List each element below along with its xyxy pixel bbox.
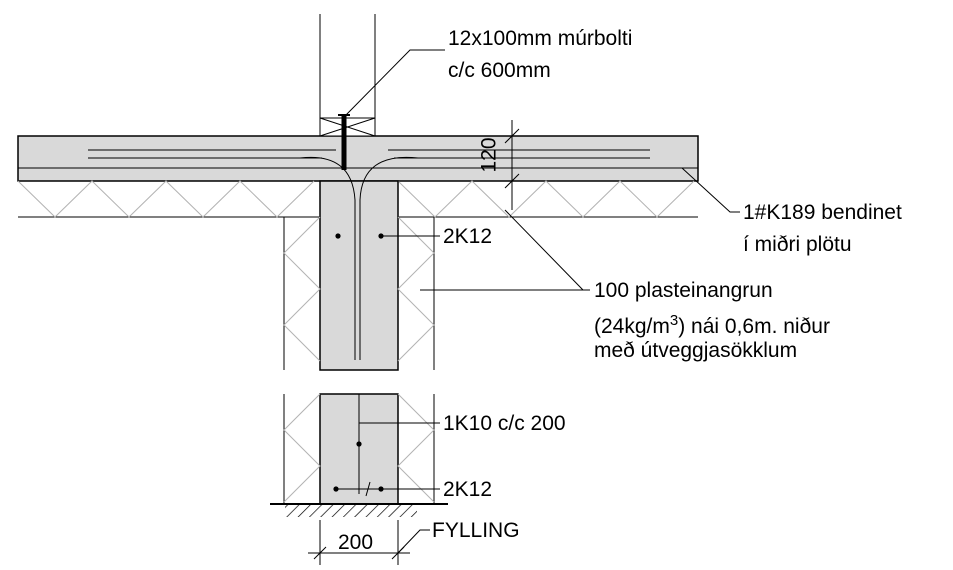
- rebar-top-label: 2K12: [443, 225, 493, 248]
- bolt-label-line2: c/c 600mm: [448, 59, 551, 82]
- wall-above: [319, 14, 376, 137]
- slab-reinforcement: [88, 149, 650, 360]
- wall-insulation: [283, 216, 435, 504]
- wall-dimension-label: 200: [338, 531, 374, 554]
- leader-lines: [344, 49, 740, 554]
- insulation-label-line2: (24kg/m3) nái 0,6m. niður: [594, 312, 830, 338]
- rebar-dots: [333, 233, 384, 492]
- slab-dimension-label: 120: [477, 137, 501, 173]
- bolt-label-line1: 12x100mm múrbolti: [448, 27, 633, 50]
- stirrup-label: 1K10 c/c 200: [443, 412, 566, 435]
- ground-hatch: [285, 505, 417, 517]
- foundation-wall: [319, 180, 399, 371]
- insulation-label-line3: með útveggjasökklum: [594, 339, 798, 362]
- mesh-label-line2: í miðri plötu: [743, 233, 852, 256]
- fill-label: FYLLING: [432, 519, 520, 542]
- mesh-label-line1: 1#K189 bendinet: [743, 201, 902, 224]
- insulation-label-line1: 100 plasteinangrun: [594, 279, 773, 302]
- rebar-bottom-label: 2K12: [443, 478, 493, 501]
- dimension-slab: [504, 120, 520, 210]
